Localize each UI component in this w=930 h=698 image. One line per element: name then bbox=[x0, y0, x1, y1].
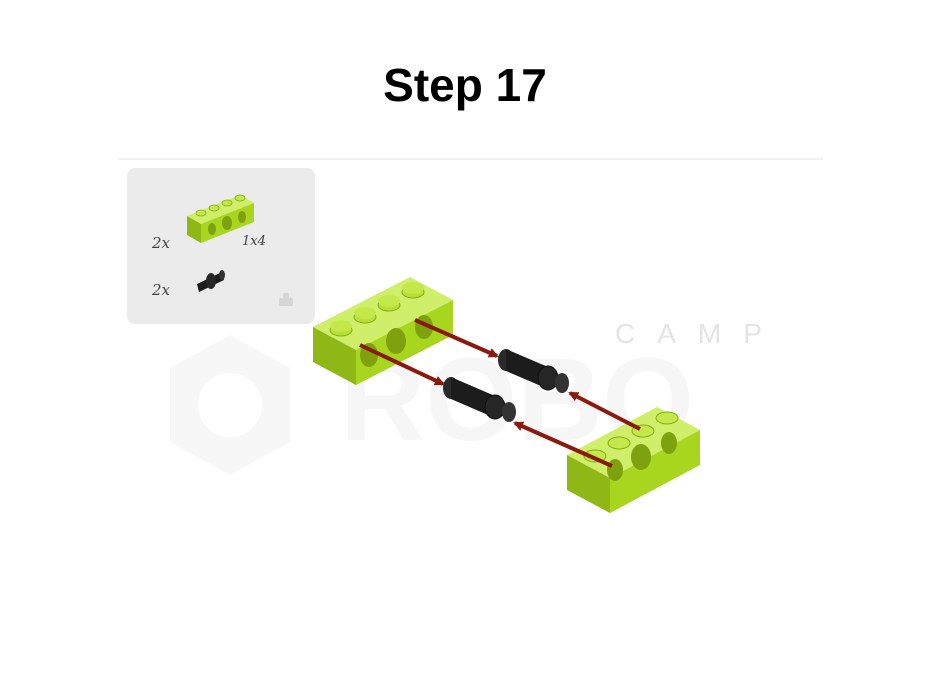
stage-top-edge bbox=[118, 158, 823, 160]
watermark-text-top: CAMP bbox=[615, 318, 784, 349]
brick-left bbox=[313, 277, 453, 385]
brick-1x4-icon bbox=[187, 194, 254, 243]
pin-upper bbox=[498, 349, 569, 393]
step-title: Step 17 bbox=[383, 59, 547, 111]
arrow-right-upper bbox=[568, 391, 641, 431]
qty-pin: 2x bbox=[152, 281, 171, 299]
arrow-left-upper bbox=[414, 318, 499, 358]
watermark-hexagon bbox=[170, 335, 290, 475]
arrow-right-lower bbox=[513, 421, 613, 468]
technic-pin-icon bbox=[197, 270, 225, 292]
parts-list-panel: 2x 1x4 2x bbox=[127, 168, 315, 324]
qty-brick: 2x bbox=[152, 234, 171, 252]
size-label-brick: 1x4 bbox=[242, 234, 266, 249]
toggle-tab-icon[interactable] bbox=[279, 293, 293, 306]
arrow-left-lower bbox=[359, 343, 445, 386]
pin-lower bbox=[443, 377, 516, 422]
